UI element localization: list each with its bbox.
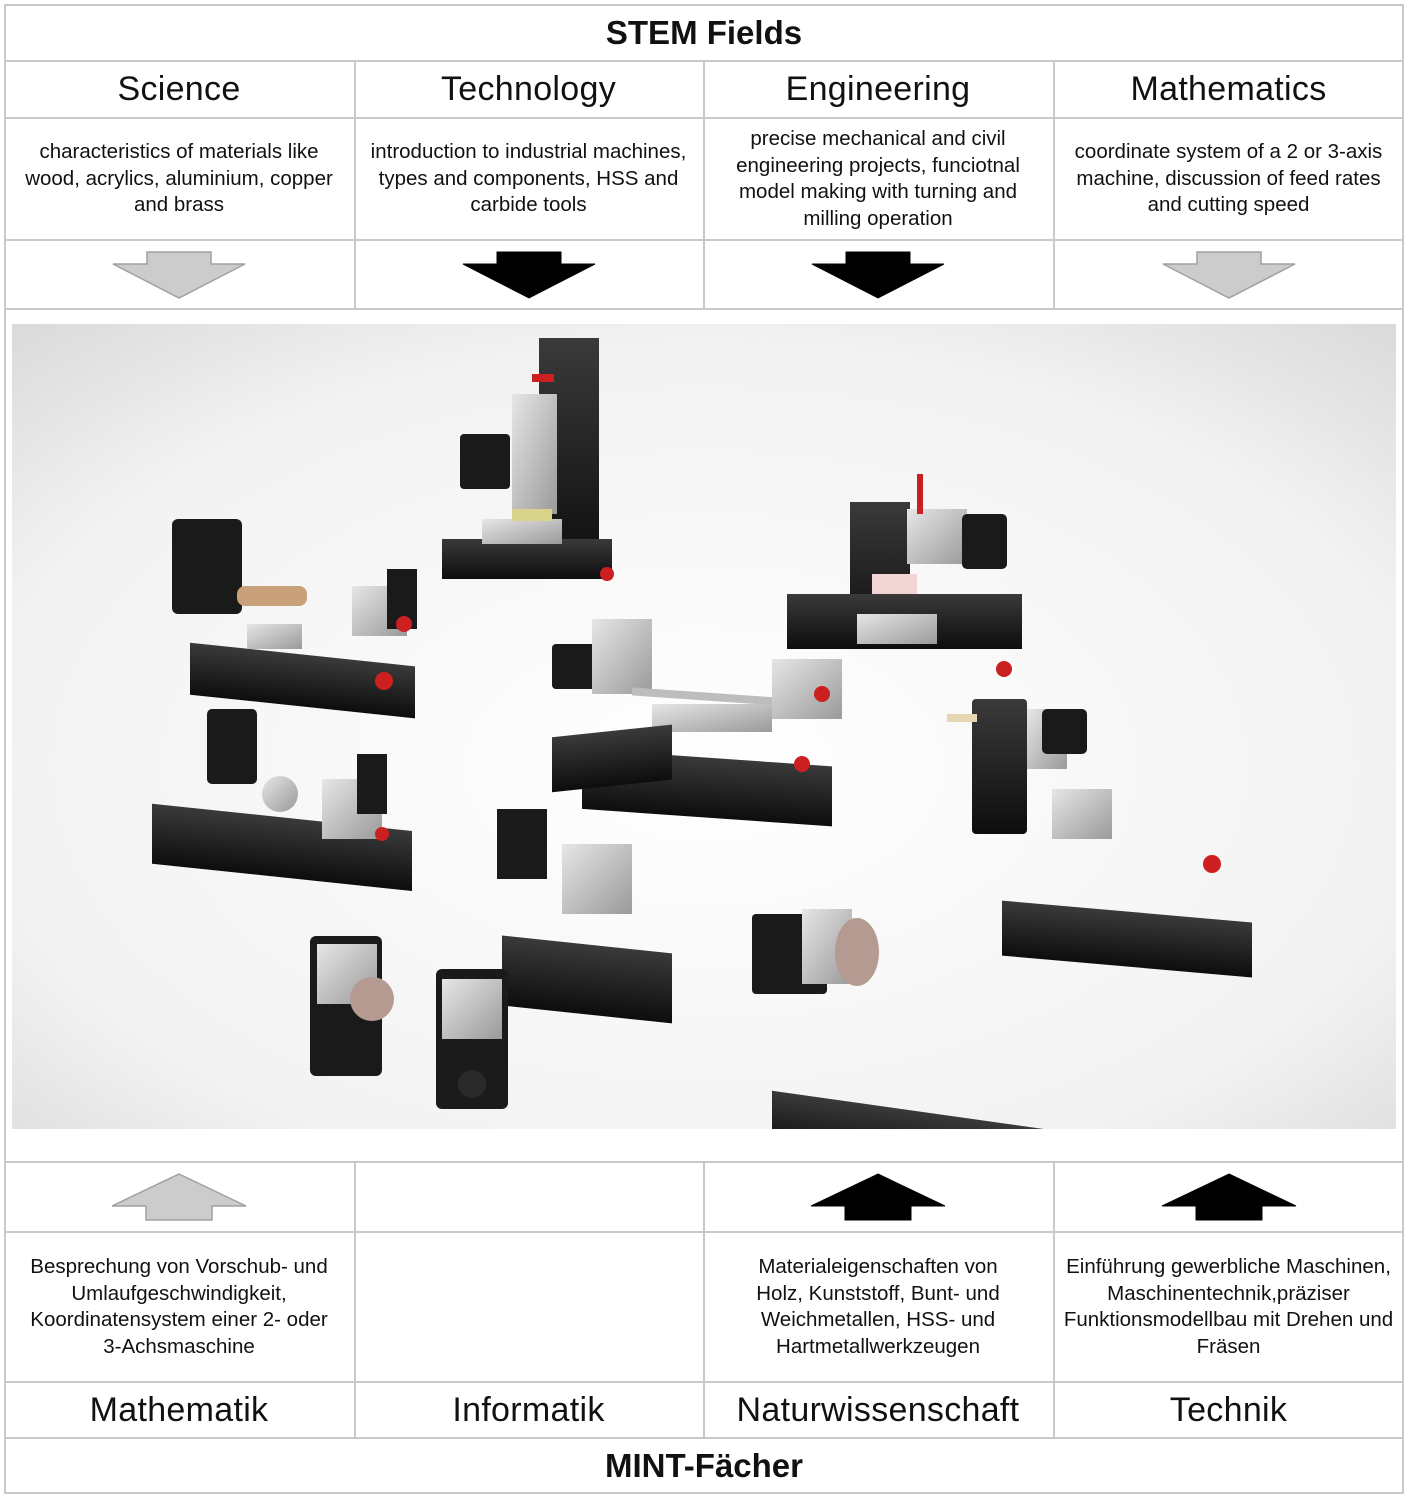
table-border bbox=[4, 4, 1404, 1494]
stem-desc-technology: introduction to industrial machines, typ… bbox=[370, 140, 687, 217]
vertical-mill bbox=[442, 338, 614, 581]
down-arrow-icon bbox=[1053, 241, 1404, 308]
rule bbox=[354, 1161, 356, 1437]
stem-desc-engineering: precise mechanical and civil engineering… bbox=[736, 127, 1020, 230]
mint-field-technik: Technik bbox=[1169, 1390, 1288, 1429]
rule bbox=[354, 60, 356, 308]
rule bbox=[4, 1437, 1404, 1439]
up-arrow-icon bbox=[703, 1163, 1053, 1231]
motor-units bbox=[310, 936, 508, 1109]
horizontal-mill bbox=[787, 474, 1022, 677]
mint-field-informatik: Informatik bbox=[452, 1390, 605, 1429]
rule bbox=[703, 60, 705, 308]
rule bbox=[703, 1161, 705, 1437]
down-arrow-icon bbox=[4, 241, 354, 308]
stem-field-technology: Technology bbox=[440, 70, 616, 108]
up-arrow-icon bbox=[1053, 1163, 1404, 1231]
stem-field-engineering: Engineering bbox=[785, 70, 971, 108]
stem-field-science: Science bbox=[117, 70, 241, 108]
stem-mint-table: STEM Fields Science Technology Engineeri… bbox=[4, 4, 1404, 1494]
stem-desc-mathematics: coordinate system of a 2 or 3-axis machi… bbox=[1074, 140, 1383, 217]
small-lathe bbox=[152, 709, 412, 892]
rule bbox=[1053, 60, 1055, 308]
rule bbox=[1053, 1161, 1055, 1437]
down-arrow-icon bbox=[703, 241, 1053, 308]
mint-desc-mathematik: Besprechung von Vorschub- und Umlaufgesc… bbox=[30, 1255, 328, 1358]
up-arrow-icon bbox=[4, 1163, 354, 1231]
mint-desc-naturwissenschaft: Materialeigenschaften von Holz, Kunststo… bbox=[756, 1255, 1000, 1358]
rule bbox=[4, 308, 1404, 310]
down-arrow-icon bbox=[354, 241, 703, 308]
right-lathe bbox=[947, 699, 1252, 978]
mint-desc-informatik bbox=[354, 1233, 703, 1381]
machine-set-photo bbox=[12, 324, 1396, 1191]
stem-title: STEM Fields bbox=[605, 14, 803, 51]
wood-lathe bbox=[172, 519, 417, 719]
mint-field-naturwissenschaft: Naturwissenschaft bbox=[736, 1390, 1020, 1429]
mint-desc-technik: Einführung gewerbliche Maschinen, Maschi… bbox=[1063, 1255, 1394, 1358]
mint-title: MINT-Fächer bbox=[604, 1446, 804, 1484]
mint-field-mathematik: Mathematik bbox=[89, 1390, 269, 1429]
stem-desc-science: characteristics of materials like wood, … bbox=[25, 140, 333, 217]
sander-table bbox=[497, 724, 672, 1024]
stem-field-mathematics: Mathematics bbox=[1130, 70, 1327, 108]
